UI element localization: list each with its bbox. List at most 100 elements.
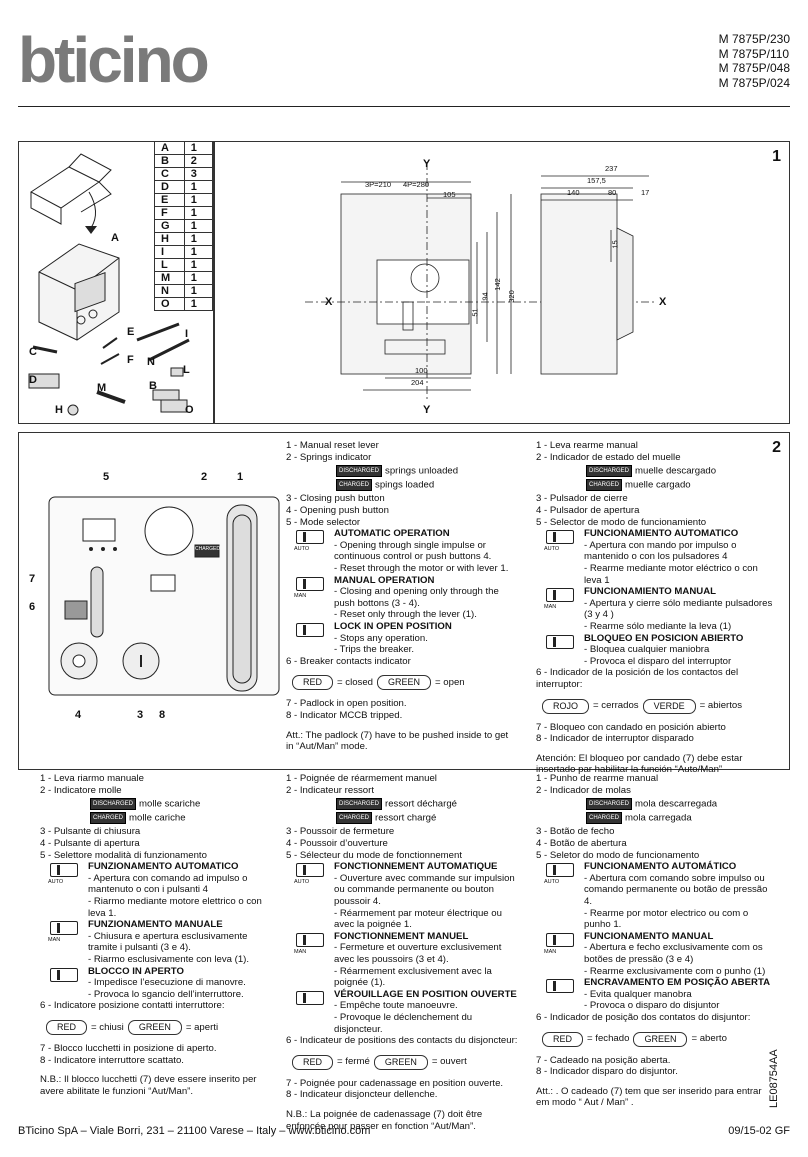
item-line: 2 - Springs indicator [286,451,372,463]
callout: I [185,328,189,340]
manual-line: - Fermeture et ouverture exclusivement a… [334,942,502,965]
company-address: BTicino SpA – Viale Borri, 231 – 21100 V… [18,1125,371,1137]
auto-text: FUNZIONAMENTO AUTOMATICO- Apertura con c… [88,861,272,919]
item-line: 7 - Padlock in open position. [286,698,407,710]
item-line: 1 - Poignée de réarmement manuel [286,773,437,784]
lock-line: - Stops any operation. [334,632,428,644]
dimension-label: 142 [492,278,502,291]
auto-text: FONCTIONNEMENT AUTOMATIQUE- Ouverture av… [334,861,518,931]
note-text: Atención: El bloqueo por candado (7) deb… [536,752,743,776]
lock-mode: VÉROUILLAGE EN POSITION OUVERTE- Empêche… [286,989,518,1035]
auto-line: - Riarmo mediante motore elettrico o con… [88,896,262,919]
callout: A [111,232,119,244]
lock-text: ENCRAVAMENTO EM POSIÇÃO ABERTA- Evita qu… [584,977,770,1012]
lock-text: VÉROUILLAGE EN POSITION OUVERTE- Empêche… [334,989,518,1035]
callout: 6 [29,601,36,613]
spring-badge: CHARGED [336,479,373,492]
open-text: = open [435,677,465,689]
switch-shape [50,921,78,936]
closed-text: = cerrados [593,700,639,712]
item-line: 5 - Seletor do modo de funcionamento [536,849,700,861]
switch-shape [296,863,324,878]
manual-heading: FONCTIONNEMENT MANUEL [334,930,469,942]
item-line: 3 - Pulsador de cierre [536,493,628,505]
auto-line: - Réarmement par moteur électrique ou av… [334,907,502,931]
selector-switch-icon: MAN [536,931,584,955]
spring-badge: CHARGED [586,812,623,825]
part-qty: 1 [183,271,214,285]
lock-line: - Empêche toute manoeuvre. [334,1000,458,1012]
switch-shape [546,863,574,878]
note-text: N.B.: Il blocco lucchetti (7) deve esser… [40,1074,257,1097]
brand-logo: bticino [18,24,210,96]
callout: C [29,346,37,358]
callout: F [127,354,134,366]
spring-badge: CHARGED [90,812,127,825]
open-text: = aberto [691,1033,727,1045]
item-line: 3 - Botão de fecho [536,826,615,838]
item-line: 5 - Sélecteur du mode de fonctionnement [286,849,462,861]
item-line: 1 - Leva riarmo manuale [40,773,144,784]
dimension-label: 157,5 [587,176,606,185]
auto-line: - Ouverture avec commande sur impulsion … [334,872,515,907]
selector-switch-icon: AUTO [286,861,334,885]
switch-shape [50,863,78,878]
spring-badge: DISCHARGED [586,798,633,811]
item-line: 5 - Selettore modalità di funzionamento [40,849,207,861]
auto-line: - Abertura com comando sobre impulso ou … [584,872,768,907]
switch-shape [546,979,574,994]
dimension-label: 17 [641,188,650,197]
axis-label: Y [423,158,431,170]
dimension-label: 204 [411,378,424,387]
callout: 4 [75,709,82,721]
lock-heading: BLOCCO IN APERTO [88,965,184,977]
callout: 1 [237,471,244,483]
lock-line: - Provoque le déclenchement du disjoncte… [334,1011,473,1035]
selector-switch-icon: AUTO [536,528,584,552]
part-qty: 1 [183,284,214,298]
callout: 8 [159,709,166,721]
item-line: 3 - Closing push button [286,493,385,505]
callout: H [55,404,63,416]
switch-caption: MAN [294,592,307,599]
spring-text: springs unloaded [385,465,459,477]
manual-text: FONCTIONNEMENT MANUEL- Fermeture et ouve… [334,931,518,989]
callout: 5 [103,471,110,483]
lock-mode: BLOCCO IN APERTO- Impedisce l’esecuzione… [40,966,272,1001]
part-letter: D [154,180,185,194]
switch-shape [50,967,78,982]
auto-heading: FUNCIONAMENTO AUTOMÁTICO [584,861,737,873]
dimension-label: 140 [567,188,580,197]
green-indicator: GREEN [373,1054,428,1070]
lock-heading: ENCRAVAMENTO EM POSIÇÃO ABERTA [584,977,771,989]
part-qty: 1 [183,297,214,311]
axis-label: X [325,296,333,308]
item-line: 7 - Cadeado na posição aberta. [536,1054,671,1066]
spring-text: muelle descargado [635,465,717,477]
part-qty: 1 [183,245,214,259]
callout: D [29,374,37,386]
model-code: M 7875P/024 [718,75,790,90]
item-line: 3 - Pulsante di chiusura [40,826,141,838]
spring-badge: DISCHARGED [336,465,383,478]
part-letter: G [154,219,185,233]
spring-badge: DISCHARGED [336,798,383,811]
part-qty: 2 [183,154,214,168]
